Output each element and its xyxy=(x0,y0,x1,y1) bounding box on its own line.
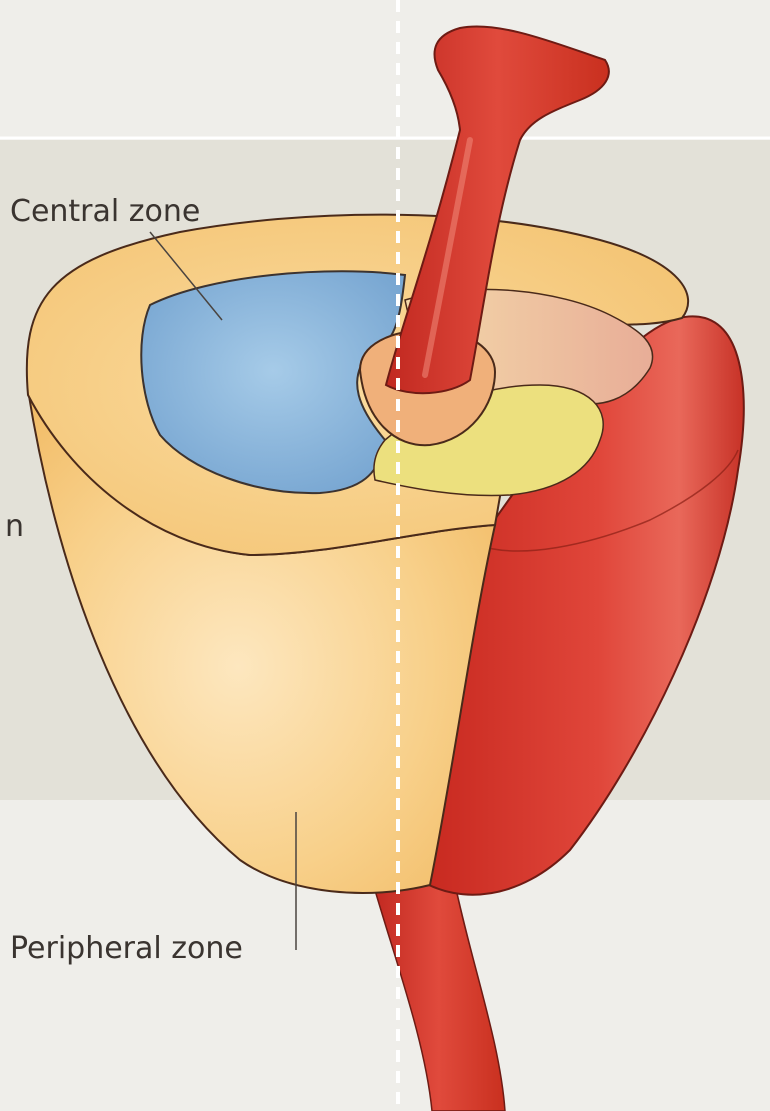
peripheral-zone-label: Peripheral zone xyxy=(10,934,243,964)
cropped-label-fragment: n xyxy=(5,512,24,542)
central-zone-label: Central zone xyxy=(10,197,200,227)
distal-urethra xyxy=(372,870,505,1111)
